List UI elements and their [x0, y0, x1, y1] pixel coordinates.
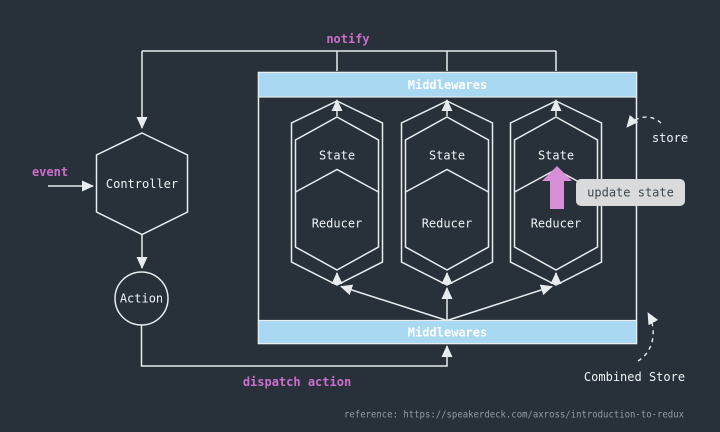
reference-text: reference: https://speakerdeck.com/axros… — [344, 410, 684, 421]
notify-label: notify — [326, 32, 369, 46]
column2-reducer-label: Reducer — [422, 217, 473, 231]
combined-store-label: Combined Store — [584, 370, 685, 384]
column1-divider-chevron — [295, 168, 379, 193]
column3-inner-hexagon — [513, 116, 599, 271]
middlewares-top-bar — [257, 71, 638, 98]
middlewares-bottom-label: Middlewares — [408, 326, 487, 340]
column2-divider-chevron — [405, 168, 489, 193]
dispatch-action-label: dispatch action — [243, 375, 351, 389]
action-label: Action — [120, 292, 163, 306]
column1-state-label: State — [319, 149, 355, 163]
column2-state-label: State — [429, 149, 465, 163]
update-state-tooltip — [576, 179, 685, 206]
column1-inner-hexagon — [294, 116, 380, 271]
update-state-label: update state — [587, 186, 674, 200]
fan-arrow-right — [446, 284, 553, 322]
column2-inner-hexagon — [404, 116, 490, 271]
event-label: event — [32, 165, 68, 179]
update-state-arrow-icon — [542, 166, 572, 209]
controller-label: Controller — [106, 177, 178, 191]
column3-reducer-label: Reducer — [531, 217, 582, 231]
column3-state-label: State — [538, 149, 574, 163]
middlewares-top-label: Middlewares — [408, 78, 487, 92]
fan-arrow-left — [340, 284, 448, 322]
combined-store-dashed-arrow — [637, 312, 659, 362]
dispatch-action-arrow — [140, 325, 453, 367]
column3-outer-hexagon — [509, 100, 603, 286]
column1-reducer-label: Reducer — [312, 217, 363, 231]
column2-outer-hexagon — [400, 100, 494, 286]
column1-outer-hexagon — [290, 100, 384, 286]
store-dashed-arrow — [626, 115, 662, 128]
store-label: store — [652, 131, 688, 145]
